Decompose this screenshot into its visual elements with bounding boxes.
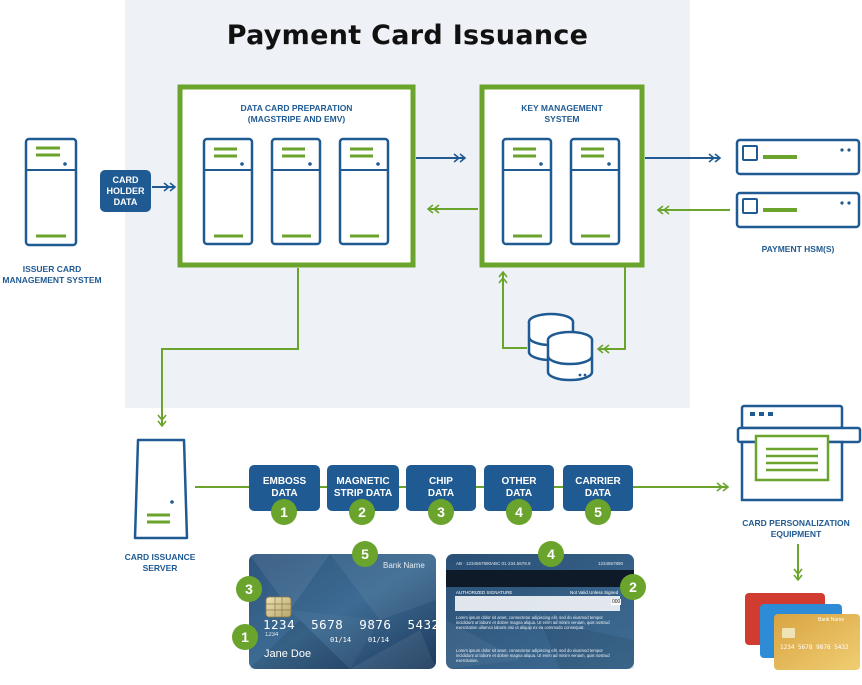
printer-icon <box>736 404 862 502</box>
emboss-data-badge: 1 <box>271 499 297 525</box>
personalization-label: CARD PERSONALIZATION EQUIPMENT <box>730 518 862 540</box>
card-back-sig-label: AUTHORIZED SIGNATURE <box>456 590 513 595</box>
magnetic-strip-line2: STRIP DATA <box>333 488 393 499</box>
card-back-top-right: 1234567890 <box>598 561 624 566</box>
chip-icon <box>265 596 292 618</box>
carrier-data-line2: DATA <box>584 488 612 499</box>
card-back-badge-2: 2 <box>620 574 646 600</box>
card-holder-data-pill: CARD HOLDER DATA <box>100 170 151 212</box>
card-front-valid-2: 01/14 <box>368 636 390 644</box>
hsm-device-icon-2 <box>735 191 861 229</box>
arrow-key-to-db <box>596 265 626 354</box>
prep-label-line1: DATA CARD PREPARATION <box>240 103 353 113</box>
hsm-device-icon-1 <box>735 138 861 176</box>
key-label-line1: KEY MANAGEMENT <box>521 103 603 113</box>
issuer-label: ISSUER CARD MANAGEMENT SYSTEM <box>0 264 104 286</box>
magnetic-strip-badge: 2 <box>349 499 375 525</box>
prep-server-icon-3 <box>338 137 390 246</box>
hsm-label-text: PAYMENT HSM(S) <box>761 244 835 254</box>
credit-card-icon-stack <box>745 593 860 670</box>
card-front-bank-name: Bank Name <box>383 561 425 570</box>
card-holder-line2: HOLDER <box>106 185 145 196</box>
arrow-db-to-key <box>498 270 527 349</box>
prep-label-line2: (MAGSTRIPE AND EMV) <box>247 114 346 124</box>
card-holder-line1: CARD <box>112 174 139 185</box>
hsm-label: PAYMENT HSM(S) <box>737 244 859 255</box>
card-back-text-1: Lorem ipsum dolor sit amet, consectetur … <box>456 615 610 631</box>
other-data-line2: DATA <box>505 488 533 499</box>
issuer-label-line2: MANAGEMENT SYSTEM <box>2 275 102 285</box>
prep-label: DATA CARD PREPARATION (MAGSTRIPE AND EMV… <box>186 103 407 125</box>
server-label: CARD ISSUANCE SERVER <box>110 552 210 574</box>
page-title: Payment Card Issuance <box>226 20 589 51</box>
card-front-small-number: 1234 <box>265 632 279 638</box>
chip-data-badge: 3 <box>428 499 454 525</box>
key-label-line2: SYSTEM <box>544 114 580 124</box>
card-front <box>249 554 436 669</box>
card-holder-line3: DATA <box>113 196 138 207</box>
personalization-label-line2: EQUIPMENT <box>770 529 822 539</box>
issuer-label-line1: ISSUER CARD <box>22 264 82 274</box>
card-front-badge-5: 5 <box>352 541 378 567</box>
magnetic-strip-line1: MAGNETIC <box>336 476 390 487</box>
card-front-holder: Jane Doe <box>264 648 312 660</box>
server-label-line2: SERVER <box>142 563 178 573</box>
carrier-data-line1: CARRIER <box>575 476 621 487</box>
server-label-line1: CARD ISSUANCE <box>124 552 196 562</box>
card-front-badge-3: 3 <box>236 576 262 602</box>
key-server-icon-1 <box>501 137 553 246</box>
carrier-data-badge: 5 <box>585 499 611 525</box>
emboss-data-line2: DATA <box>271 488 298 499</box>
card-back-top-left: AB · 1234567890ABC 01·234.5678.9 <box>456 561 531 566</box>
emboss-data-line1: EMBOSS <box>262 476 307 487</box>
card-back-text-2: Lorem ipsum dolor sit amet, consectetur … <box>456 648 610 664</box>
card-issuance-server-icon <box>133 438 189 540</box>
other-data-badge: 4 <box>506 499 532 525</box>
issuer-server-icon <box>24 137 78 247</box>
mini-card-bank-name: Bank Name <box>818 617 845 623</box>
personalization-label-line1: CARD PERSONALIZATION <box>742 518 850 528</box>
database-icon <box>527 312 594 382</box>
card-front-badge-1: 1 <box>232 624 258 650</box>
chip-data-line1: CHIP <box>429 476 453 487</box>
key-label: KEY MANAGEMENT SYSTEM <box>487 103 637 125</box>
chip-data-line2: DATA <box>427 488 455 499</box>
card-front-valid-1: 01/14 <box>330 636 352 644</box>
prep-server-icon-1 <box>202 137 254 246</box>
card-back-badge-4: 4 <box>538 541 564 567</box>
arrow-prep-to-server <box>157 268 299 428</box>
card-back <box>446 554 634 669</box>
mini-card-number: 1234 5678 9876 5432 <box>780 644 849 651</box>
key-server-icon-2 <box>569 137 621 246</box>
card-back-sig-note: Not Valid Unless Signed <box>570 590 619 595</box>
other-data-line1: OTHER <box>501 476 537 487</box>
card-back-cvv: 000 <box>611 599 622 605</box>
prep-server-icon-2 <box>270 137 322 246</box>
card-front-number: 1234 5678 9876 5432 <box>263 617 440 632</box>
